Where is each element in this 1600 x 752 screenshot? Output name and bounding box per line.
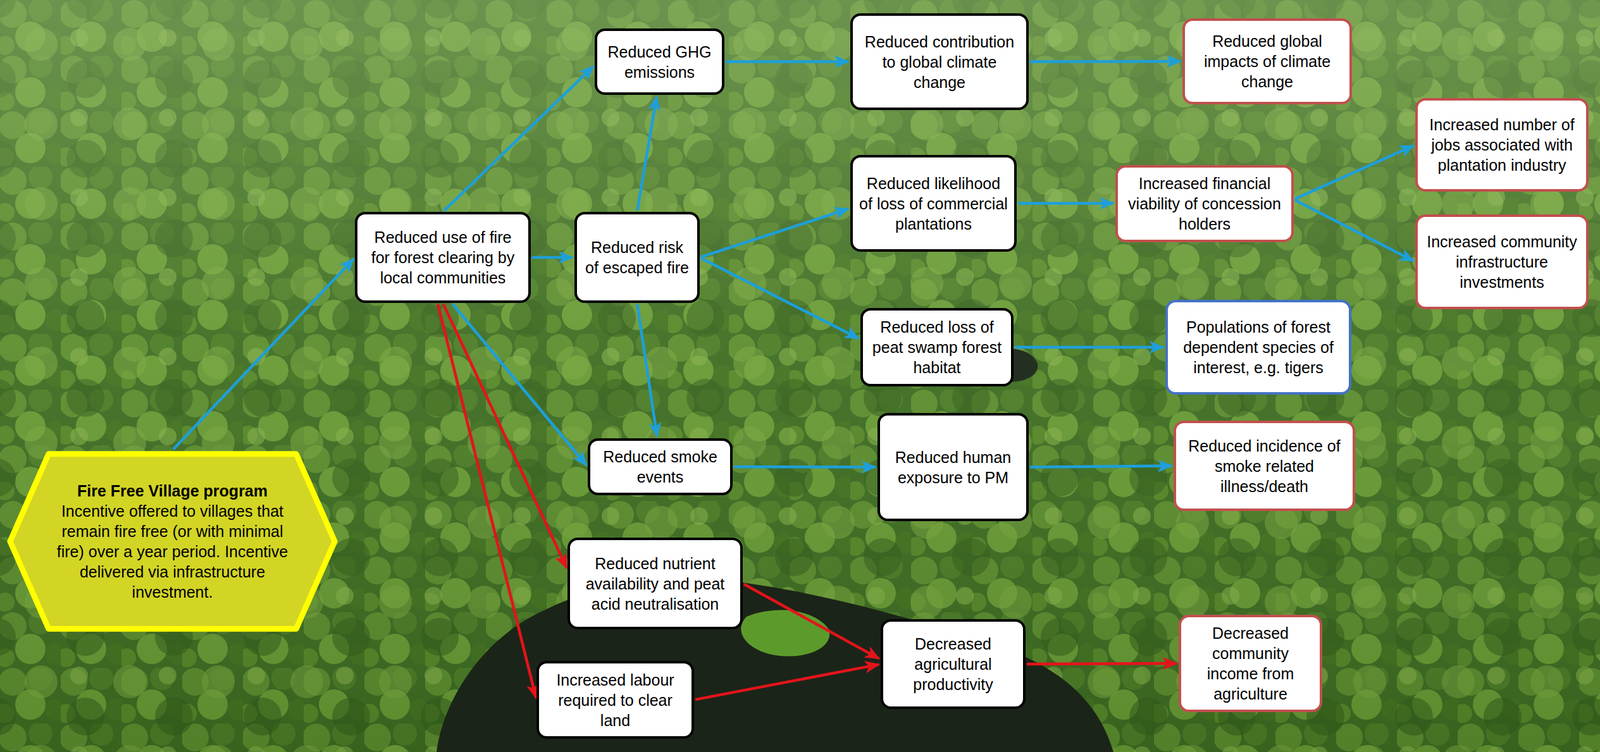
- outcome-box: Decreased community income from agricult…: [1178, 614, 1323, 713]
- node-text: Reduced smoke events: [596, 446, 724, 488]
- process-box: Increased labour required to clear land: [536, 661, 695, 739]
- arrow-connector: [700, 258, 860, 339]
- process-box: Decreased agricultural productivity: [880, 619, 1026, 710]
- node-text: Reduced contribution to global climate c…: [859, 31, 1020, 93]
- node-text: Reduced GHG emissions: [603, 41, 716, 83]
- arrow-connector: [733, 465, 876, 469]
- outcome-box: Reduced global impacts of climate change: [1182, 18, 1352, 105]
- node-text: Increased number of jobs associated with…: [1424, 114, 1580, 176]
- process-box: Reduced loss of peat swamp forest habita…: [860, 308, 1014, 387]
- node-text: Increased financial viability of concess…: [1124, 173, 1285, 235]
- pond-island: [740, 610, 830, 657]
- process-box: Reduced likelihood of loss of commercial…: [850, 155, 1017, 252]
- arrow-connector: [637, 96, 657, 211]
- node-text: Populations of forest dependent species …: [1174, 316, 1343, 378]
- arrow-connector: [443, 66, 593, 212]
- arrow-connector: [1295, 145, 1414, 199]
- program-hexagon: Fire Free Village programIncentive offer…: [5, 450, 340, 633]
- node-text: Reduced human exposure to PM: [886, 447, 1020, 488]
- hexagon-outline: [10, 454, 335, 629]
- arrow-connector: [1026, 663, 1177, 665]
- node-text: Reduced global impacts of climate change: [1191, 31, 1344, 92]
- node-text: Increased labour required to clear land: [545, 669, 686, 731]
- arrow-connector: [1029, 466, 1172, 468]
- arrow-connector: [173, 258, 354, 450]
- pond-water: [436, 578, 1114, 752]
- arrow-connector: [443, 304, 567, 569]
- node-text: Reduced loss of peat swamp forest habita…: [869, 316, 1005, 378]
- arrow-connector: [1295, 199, 1414, 261]
- outcome-box: Increased number of jobs associated with…: [1415, 98, 1589, 192]
- process-box: Reduced nutrient availability and peat a…: [567, 537, 743, 630]
- arrow-connector: [1017, 201, 1114, 205]
- arrow-connector: [637, 304, 657, 437]
- process-box: Reduced GHG emissions: [594, 28, 725, 95]
- arrow-connector: [700, 208, 849, 257]
- node-text: Decreased community income from agricult…: [1187, 623, 1314, 705]
- node-text: Reduced incidence of smoke related illne…: [1182, 435, 1347, 497]
- node-text: Reduced use of fire for forest clearing …: [363, 227, 522, 288]
- node-text: Increased community infrastructure inves…: [1424, 231, 1580, 293]
- arrow-connector: [744, 584, 880, 660]
- node-text: Decreased agricultural productivity: [889, 633, 1017, 695]
- hexagon-shape: [5, 450, 340, 633]
- node-text: Reduced risk of escaped fire: [583, 237, 691, 278]
- process-box: Reduced human exposure to PM: [877, 413, 1029, 522]
- hexagon-text-area: Fire Free Village programIncentive offer…: [48, 480, 297, 603]
- arrow-connector: [437, 304, 536, 699]
- process-box: Reduced risk of escaped fire: [574, 211, 700, 304]
- arrow-connector: [725, 60, 849, 64]
- outcome-box: Reduced incidence of smoke related illne…: [1173, 420, 1356, 512]
- node-text: Reduced likelihood of loss of commercial…: [859, 173, 1008, 235]
- arrow-connector: [695, 664, 879, 701]
- process-box: Reduced contribution to global climate c…: [850, 13, 1029, 111]
- arrow-connector: [1014, 346, 1164, 350]
- arrow-connector: [532, 256, 573, 260]
- outcome-box: Populations of forest dependent species …: [1165, 299, 1352, 395]
- outcome-box: Increased community infrastructure inves…: [1415, 214, 1589, 310]
- program-heading: Fire Free Village program: [77, 480, 268, 502]
- outcome-box: Increased financial viability of concess…: [1115, 165, 1294, 243]
- process-box: Reduced use of fire for forest clearing …: [354, 211, 531, 304]
- process-box: Reduced smoke events: [587, 438, 733, 496]
- arrow-connector: [1029, 60, 1181, 64]
- node-text: Reduced nutrient availability and peat a…: [576, 553, 734, 615]
- node-text: Incentive offered to villages that remai…: [48, 501, 297, 603]
